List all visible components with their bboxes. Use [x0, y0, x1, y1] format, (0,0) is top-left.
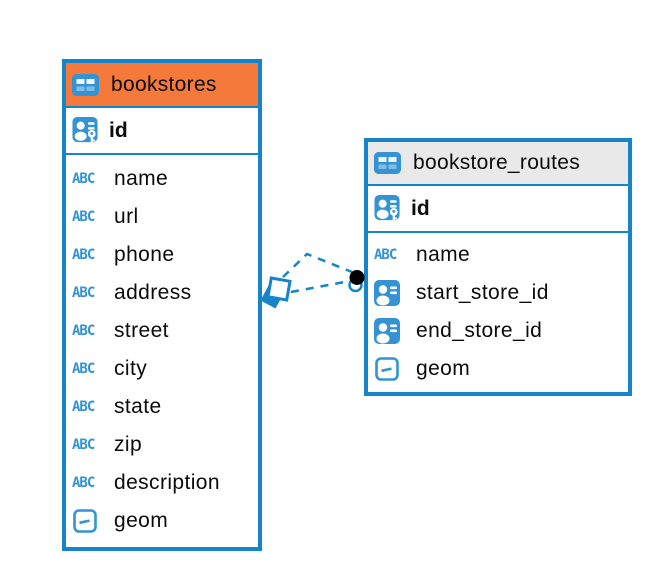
geometry-type-icon	[73, 509, 97, 533]
column-row-start-store-id[interactable]: start_store_id	[368, 274, 628, 312]
column-row-id[interactable]: id	[66, 108, 258, 155]
column-row-address[interactable]: ABC address	[66, 274, 258, 312]
text-type-icon: ABC	[374, 247, 397, 263]
table-title: bookstores	[111, 72, 217, 96]
table-node-bookstores[interactable]: bookstores id ABC name ABC url ABC phone…	[62, 59, 262, 551]
relationship-source-marker[interactable]	[260, 276, 292, 309]
column-label: id	[109, 118, 128, 142]
column-row-state[interactable]: ABC state	[66, 388, 258, 426]
foreign-key-icon	[374, 280, 400, 306]
column-row-name[interactable]: ABC name	[66, 160, 258, 198]
column-label: address	[114, 281, 192, 304]
column-row-geom[interactable]: geom	[368, 350, 628, 388]
column-label: end_store_id	[416, 319, 543, 342]
column-label: name	[114, 167, 169, 190]
column-row-url[interactable]: ABC url	[66, 198, 258, 236]
relationship-line-upper[interactable]	[282, 252, 353, 278]
table-icon	[72, 73, 99, 96]
text-type-icon: ABC	[72, 171, 95, 187]
column-row-zip[interactable]: ABC zip	[66, 426, 258, 464]
column-label: url	[114, 205, 139, 228]
foreign-key-icon	[374, 318, 400, 344]
table-header-bookstores[interactable]: bookstores	[66, 63, 258, 108]
text-type-icon: ABC	[72, 209, 95, 225]
column-label: id	[411, 196, 430, 220]
column-row-name[interactable]: ABC name	[368, 236, 628, 274]
column-label: geom	[416, 357, 471, 380]
column-row-end-store-id[interactable]: end_store_id	[368, 312, 628, 350]
table-header-bookstore-routes[interactable]: bookstore_routes	[368, 142, 628, 186]
column-row-geom[interactable]: geom	[66, 502, 258, 540]
column-label: state	[114, 395, 162, 418]
table-icon	[374, 152, 401, 174]
text-type-icon: ABC	[72, 285, 95, 301]
text-type-icon: ABC	[72, 361, 95, 377]
column-label: start_store_id	[416, 281, 549, 304]
table-node-bookstore-routes[interactable]: bookstore_routes id ABC name start_store…	[364, 138, 632, 396]
relationship-endpoint-dot[interactable]	[348, 270, 365, 293]
column-label: name	[416, 243, 471, 266]
column-label: geom	[114, 509, 169, 532]
relationship-line-lower[interactable]	[290, 279, 351, 294]
primary-key-icon	[374, 195, 400, 222]
column-label: street	[114, 319, 169, 342]
text-type-icon: ABC	[72, 323, 95, 339]
geometry-type-icon	[375, 357, 399, 381]
primary-key-icon	[72, 117, 98, 144]
column-row-id[interactable]: id	[368, 186, 628, 233]
column-label: zip	[114, 433, 143, 456]
column-row-description[interactable]: ABC description	[66, 464, 258, 502]
column-label: phone	[114, 243, 175, 266]
table-title: bookstore_routes	[413, 151, 581, 174]
column-label: description	[114, 471, 220, 494]
text-type-icon: ABC	[72, 399, 95, 415]
column-label: city	[114, 357, 148, 380]
column-row-phone[interactable]: ABC phone	[66, 236, 258, 274]
text-type-icon: ABC	[72, 247, 95, 263]
text-type-icon: ABC	[72, 437, 95, 453]
column-row-city[interactable]: ABC city	[66, 350, 258, 388]
column-row-street[interactable]: ABC street	[66, 312, 258, 350]
text-type-icon: ABC	[72, 475, 95, 491]
